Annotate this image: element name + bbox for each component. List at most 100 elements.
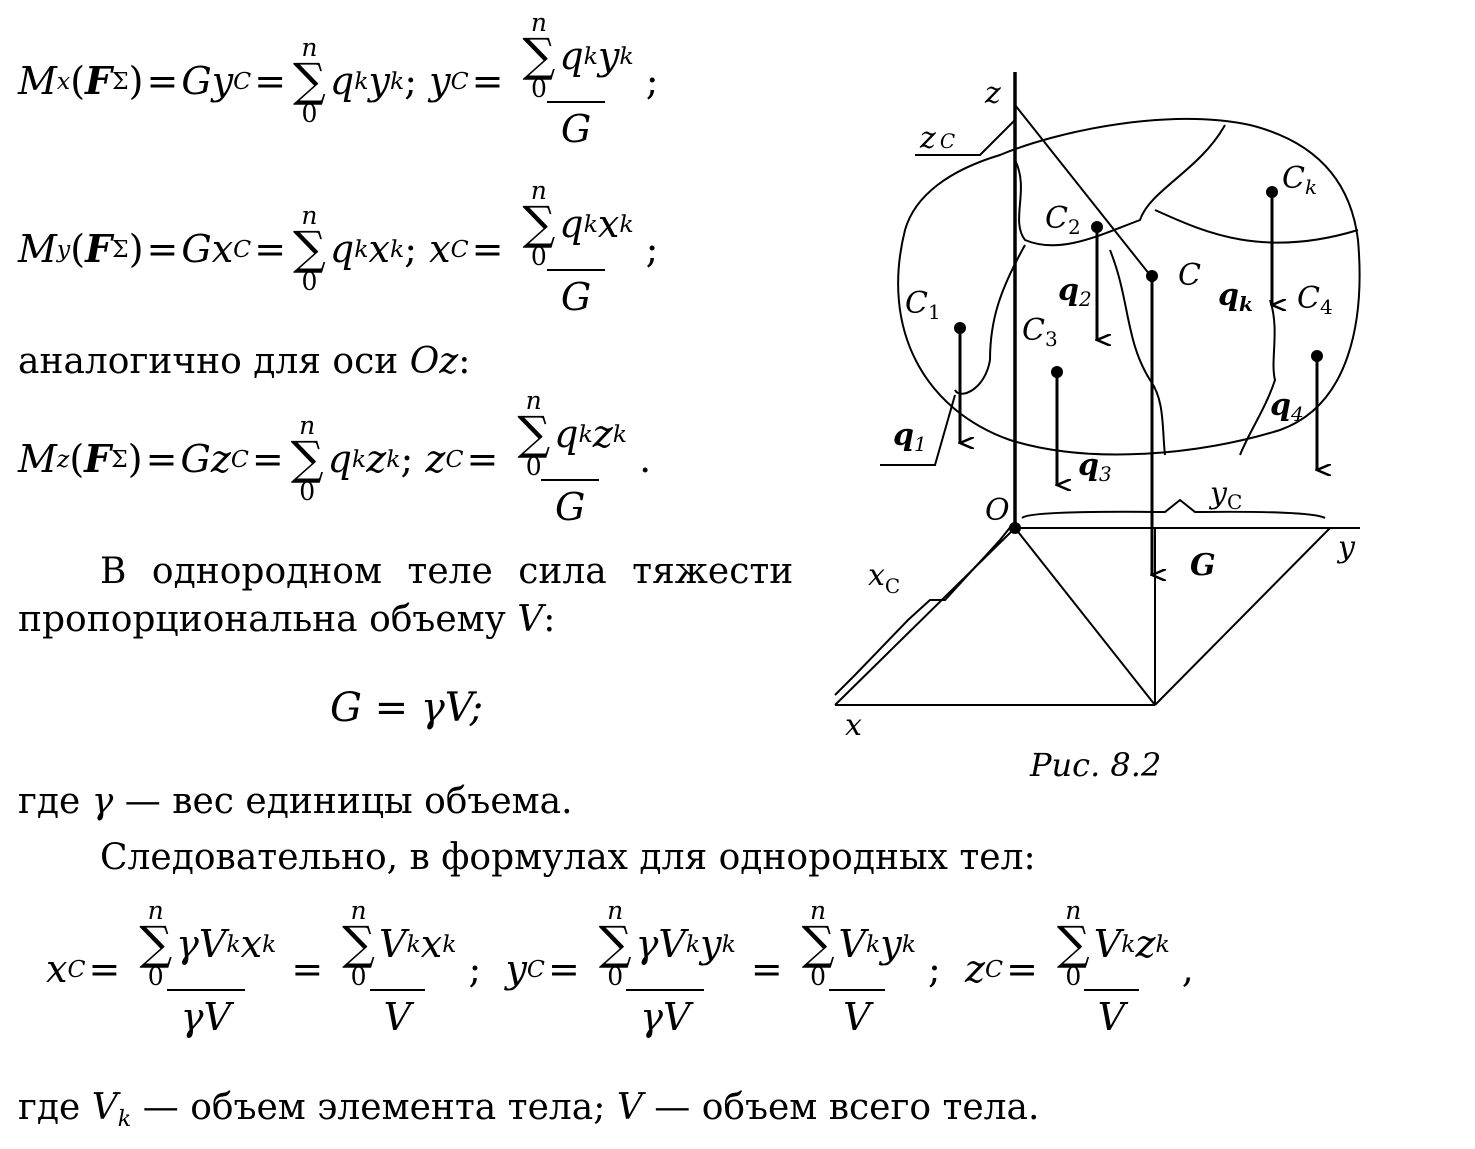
sigma: ∑ [342, 916, 376, 970]
sum-upper: n [530, 176, 547, 205]
label-y: y [1336, 530, 1356, 565]
symbol: y [211, 58, 234, 103]
symbol: q [554, 411, 579, 456]
where-gamma-line: где γ — вес единицы объема. [18, 780, 573, 824]
homog-text-2: пропорциональна объему [18, 599, 506, 640]
punct: ; [400, 436, 414, 481]
ground-right [1154, 527, 1331, 706]
punct: : [543, 599, 556, 640]
point-C [1146, 270, 1158, 282]
symbol: z [592, 411, 613, 456]
symbol: γ [635, 921, 659, 966]
sum-lower: 0 [810, 962, 827, 992]
label-c3: C3 [1022, 313, 1058, 351]
symbol: q [559, 201, 584, 246]
symbol: y [700, 921, 722, 966]
denominator: G [546, 101, 606, 151]
symbol: x [420, 921, 443, 966]
symbol: V [838, 921, 866, 966]
q1-leader [880, 394, 956, 466]
point-C2 [1091, 221, 1103, 233]
body-outline [897, 118, 1361, 456]
where-pre: где [18, 781, 81, 822]
sum-operator: n∑0 [291, 413, 324, 504]
symbol: y [597, 33, 620, 78]
symbol: z [1135, 921, 1156, 966]
where-post: — вес единицы объема. [124, 781, 573, 822]
sum-lower: 0 [1065, 962, 1082, 992]
figure-caption: Рис. 8.2 [1030, 746, 1162, 784]
sigma: ∑ [293, 221, 326, 275]
sum-upper: n [350, 896, 367, 925]
gamma-var: γ [91, 781, 114, 822]
denominator: V [1083, 989, 1140, 1039]
gravity-equation: G = γV; [330, 686, 483, 730]
sigma: ∑ [522, 28, 556, 82]
sum-lower: 0 [299, 477, 316, 507]
sigma: ∑ [1056, 916, 1090, 970]
partition-line [1109, 249, 1166, 456]
label-G: G [1190, 548, 1216, 583]
oc-line [1014, 104, 1151, 276]
denominator: G [541, 479, 600, 529]
punct: . [639, 436, 652, 481]
label-O: O [985, 493, 1010, 528]
symbol: q [559, 33, 584, 78]
sigma: ∑ [522, 196, 556, 250]
sum-lower: 0 [530, 242, 547, 272]
label-yc: yC [1208, 476, 1242, 514]
punct: ; [468, 946, 482, 991]
point-C1 [954, 322, 966, 334]
sum-upper: n [299, 411, 316, 440]
sigma: ∑ [290, 431, 324, 485]
symbol: γ [176, 921, 199, 966]
where-post: — объем всего тела. [654, 1087, 1040, 1128]
symbol: z [366, 436, 387, 481]
symbol: M [18, 436, 57, 481]
symbol: x [211, 226, 234, 271]
point-O [1009, 522, 1021, 534]
analog-text: аналогично для оси [18, 341, 399, 382]
punct: ; [645, 58, 659, 103]
analog-line: аналогично для оси Oz: [18, 340, 470, 384]
symbol: x [46, 946, 68, 991]
label-x: x [845, 708, 862, 740]
punct: ; [404, 58, 418, 103]
label-c: C [1178, 258, 1201, 293]
punct: : [458, 341, 471, 382]
sum-upper: n [147, 896, 164, 925]
point-C4 [1311, 350, 1323, 362]
sum-upper: n [607, 896, 624, 925]
symbol: F [85, 226, 113, 272]
label-q3: q3 [1078, 448, 1112, 486]
point-C3 [1051, 366, 1063, 378]
label-c1: C1 [905, 286, 941, 324]
symbol: q [329, 58, 355, 103]
sigma: ∑ [801, 916, 835, 970]
punct: ; [404, 226, 418, 271]
where-mid: — объем элемента тела; [142, 1087, 606, 1128]
sum-lower: 0 [301, 267, 318, 297]
sigma: ∑ [598, 916, 632, 970]
partition-line [954, 244, 1026, 395]
ground-plane [834, 527, 1360, 706]
symbol: z [210, 436, 231, 481]
symbol: x [368, 226, 390, 271]
symbol: y [429, 58, 451, 103]
symbol: G [181, 58, 212, 103]
label-xc: xC [868, 558, 900, 598]
symbol: z [965, 946, 986, 991]
label-z: z [984, 76, 1001, 111]
where-volume-line: где Vk — объем элемента тела; V — объем … [18, 1086, 1039, 1130]
label-c2: C2 [1045, 201, 1081, 239]
